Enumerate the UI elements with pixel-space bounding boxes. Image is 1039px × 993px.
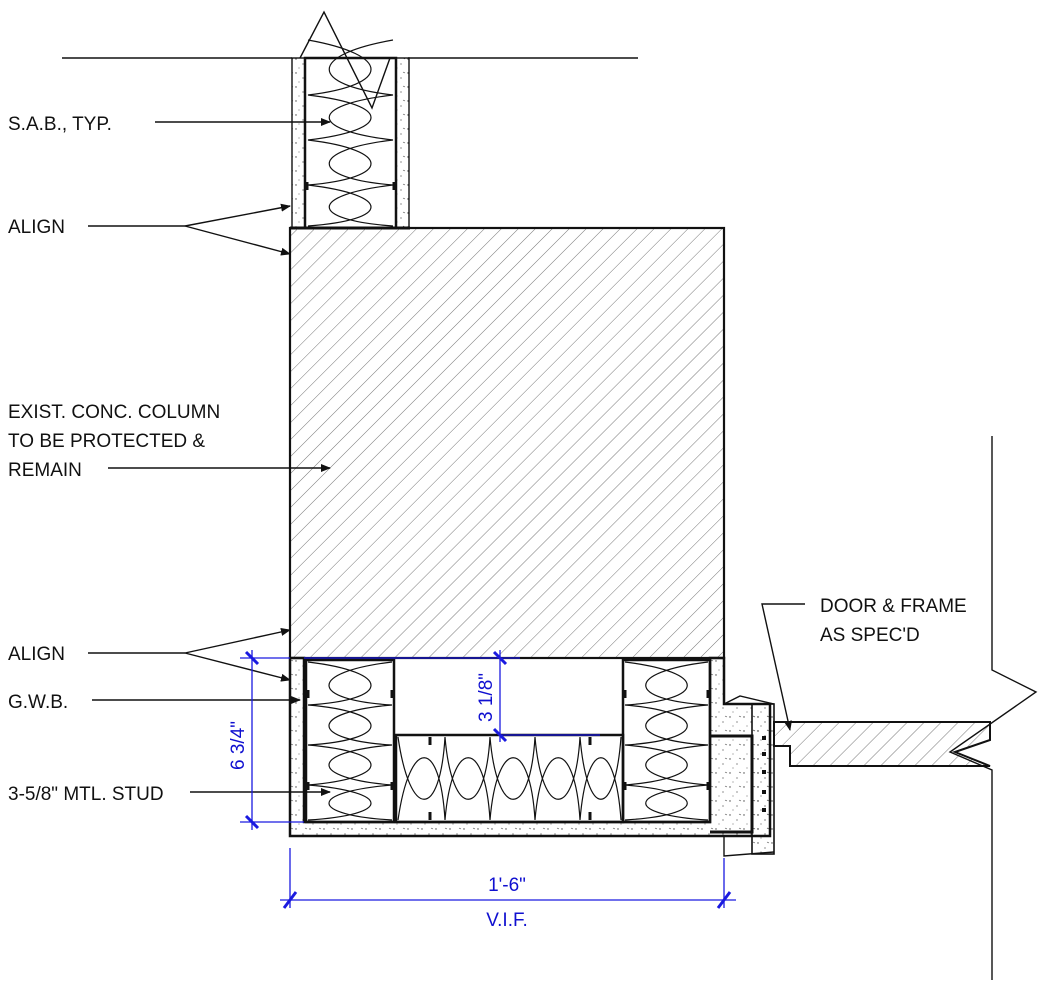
label-door-line2: AS SPEC'D [820, 625, 920, 646]
label-stud: 3-5/8" MTL. STUD [8, 784, 164, 805]
upper-wall [62, 10, 638, 230]
label-align-bottom: ALIGN [8, 644, 65, 665]
dim-three-one-eighth: 3 1/8" [476, 673, 497, 722]
label-gwb: G.W.B. [8, 692, 68, 713]
label-column-line2: TO BE PROTECTED & [8, 431, 205, 452]
label-door-line1: DOOR & FRAME [820, 596, 967, 617]
dim-six-three-quarter: 6 3/4" [228, 721, 249, 770]
dim-one-six: 1'-6" [488, 875, 526, 896]
break-line-right [948, 436, 1038, 980]
lower-assembly [288, 656, 775, 857]
label-column-line3: REMAIN [8, 460, 82, 481]
label-align-top: ALIGN [8, 217, 65, 238]
dimensions [240, 650, 736, 909]
dim-vif: V.I.F. [486, 910, 528, 931]
label-sab: S.A.B., TYP. [8, 114, 112, 135]
door-leaf [773, 436, 1038, 980]
upper-insulation [307, 39, 394, 227]
label-column-line1: EXIST. CONC. COLUMN [8, 402, 220, 423]
break-line-top [299, 10, 391, 110]
concrete-column [288, 226, 726, 660]
leaders [88, 118, 805, 796]
